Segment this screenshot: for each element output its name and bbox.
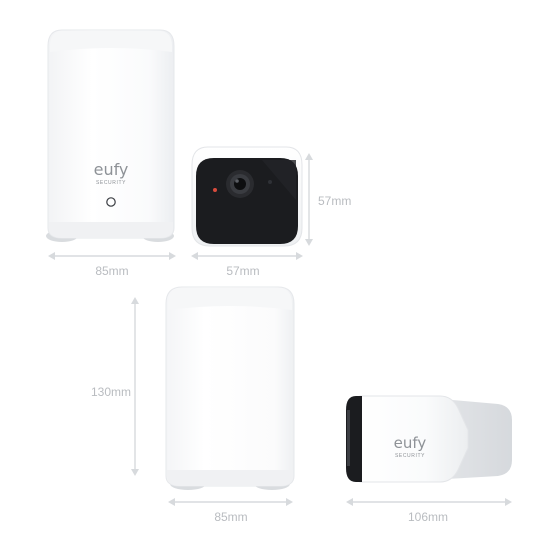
- dimension-top-camera-height: 57mm: [305, 153, 351, 246]
- camera-face-reflection: [262, 160, 296, 200]
- camera-led-left: [213, 188, 217, 192]
- homebase-sync-button: [106, 197, 116, 207]
- homebase-top-cap: [50, 31, 172, 52]
- homebase-front-view: eufy SECURITY: [46, 29, 175, 242]
- label-top-camera-width: 57mm: [226, 264, 259, 278]
- camera-side-logo-sub: SECURITY: [395, 453, 425, 459]
- homebase-side-bottom-band: [167, 470, 293, 486]
- camera-sensor-right: [268, 180, 272, 184]
- camera-face: [196, 158, 298, 244]
- camera-side-logo: eufy: [394, 434, 427, 452]
- dimension-bottom-base-height: 130mm: [91, 297, 139, 476]
- label-bottom-base-height: 130mm: [91, 385, 131, 399]
- dimension-bottom-camera-length: 106mm: [346, 498, 512, 524]
- label-top-base-width: 85mm: [95, 264, 128, 278]
- homebase-bottom-band: [49, 222, 173, 238]
- dimension-top-base-width: 85mm: [48, 252, 176, 278]
- label-bottom-base-width: 85mm: [214, 510, 247, 524]
- camera-front-view: [191, 146, 303, 247]
- camera-side-face-highlight: [347, 410, 350, 466]
- dimension-bottom-base-width: 85mm: [168, 498, 293, 524]
- camera-side-view: eufy SECURITY: [346, 395, 512, 483]
- homebase-side-view: [165, 286, 295, 490]
- camera-lens-glint: [235, 179, 239, 183]
- homebase-side-body: [165, 286, 295, 487]
- homebase-body: [47, 29, 175, 239]
- label-top-camera-height: 57mm: [318, 194, 351, 208]
- camera-side-body: [359, 395, 469, 483]
- homebase-logo-sub: SECURITY: [96, 180, 126, 186]
- homebase-logo: eufy: [94, 160, 129, 179]
- label-bottom-camera-length: 106mm: [408, 510, 448, 524]
- homebase-side-top-cap: [168, 288, 292, 310]
- dimension-top-camera-width: 57mm: [191, 252, 303, 278]
